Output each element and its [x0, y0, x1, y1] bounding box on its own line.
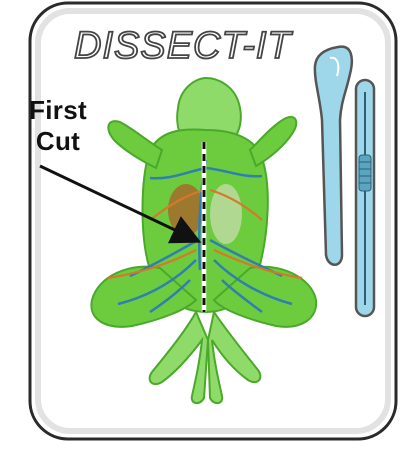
frog-organ-right — [210, 184, 242, 244]
first-cut-label: First Cut — [8, 95, 108, 157]
first-cut-label-line2: Cut — [8, 126, 108, 157]
logo-text: DISSECT-IT — [74, 25, 293, 67]
dissect-it-logo: DISSECT-IT — [74, 25, 293, 67]
probe-icon — [356, 80, 374, 316]
first-cut-label-line1: First — [8, 95, 108, 126]
